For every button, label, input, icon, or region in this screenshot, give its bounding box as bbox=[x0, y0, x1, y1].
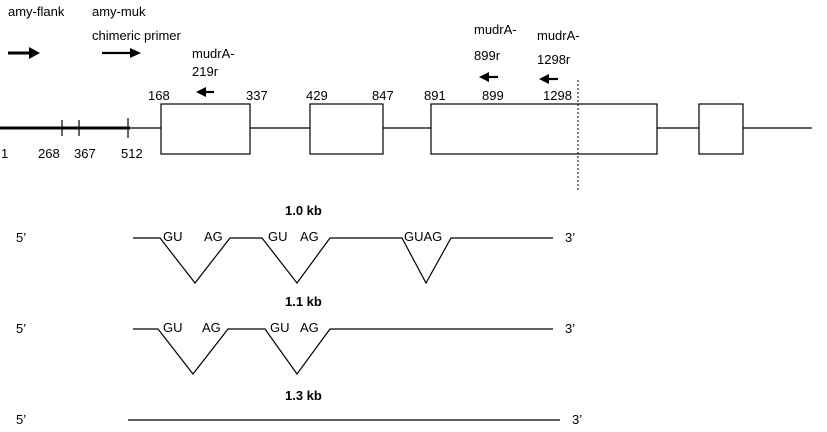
primer-arrow-mudrA-899r bbox=[479, 72, 498, 82]
transcript-3-size: 1.3 kb bbox=[285, 388, 322, 403]
primer-arrow-amy-muk bbox=[102, 48, 141, 58]
pos-512: 512 bbox=[121, 146, 143, 161]
pos-429: 429 bbox=[306, 88, 328, 103]
transcript-1-ag-1: AG bbox=[204, 229, 223, 244]
pos-891: 891 bbox=[424, 88, 446, 103]
transcript-2-gu-1: GU bbox=[163, 320, 183, 335]
transcript-1-line bbox=[133, 237, 553, 285]
transcript-2-ag-2: AG bbox=[300, 320, 319, 335]
exon-box-3 bbox=[430, 103, 658, 155]
exon-box-2 bbox=[309, 103, 384, 155]
exon-box-4 bbox=[698, 103, 744, 155]
primer-mudrA-219r-label-1: mudrA- bbox=[192, 46, 235, 61]
pos-899: 899 bbox=[482, 88, 504, 103]
primer-chimeric-label: chimeric primer bbox=[92, 28, 182, 43]
transcript-1-5prime: 5’ bbox=[16, 230, 26, 245]
primer-arrow-amy-flank bbox=[8, 47, 40, 59]
transcript-2-gu-2: GU bbox=[270, 320, 290, 335]
primer-amy-muk-label: amy-muk bbox=[92, 4, 146, 19]
transcript-2-ag-1: AG bbox=[202, 320, 221, 335]
pos-337: 337 bbox=[246, 88, 268, 103]
pos-268: 268 bbox=[38, 146, 60, 161]
primer-amy-flank-label: amy-flank bbox=[8, 4, 65, 19]
primer-mudrA-899r-label-1: mudrA- bbox=[474, 22, 517, 37]
primer-arrow-mudrA-1298r bbox=[539, 74, 558, 84]
primer-mudrA-899r-label-2: 899r bbox=[474, 48, 501, 63]
pos-168: 168 bbox=[148, 88, 170, 103]
transcript-2-line bbox=[133, 328, 553, 376]
transcript-2-3prime: 3’ bbox=[565, 321, 575, 336]
transcript-1-3prime: 3’ bbox=[565, 230, 575, 245]
transcript-2-5prime: 5’ bbox=[16, 321, 26, 336]
transcript-1-gu-2: GU bbox=[268, 229, 288, 244]
exon-box-1 bbox=[160, 103, 251, 155]
pos-1298: 1298 bbox=[543, 88, 572, 103]
transcript-1-gu-1: GU bbox=[163, 229, 183, 244]
transcript-3-3prime: 3’ bbox=[572, 412, 582, 427]
pos-1: 1 bbox=[1, 146, 8, 161]
transcript-3-5prime: 5’ bbox=[16, 412, 26, 427]
primer-mudrA-219r-label-2: 219r bbox=[192, 64, 219, 79]
transcript-2-size: 1.1 kb bbox=[285, 294, 322, 309]
transcript-1-ag-2: AG bbox=[300, 229, 319, 244]
transcript-1-guag: GUAG bbox=[404, 229, 442, 244]
pos-367: 367 bbox=[74, 146, 96, 161]
primer-arrow-mudrA-219r bbox=[196, 87, 214, 97]
primer-mudrA-1298r-label-1: mudrA- bbox=[537, 28, 580, 43]
pos-847: 847 bbox=[372, 88, 394, 103]
primer-mudrA-1298r-label-2: 1298r bbox=[537, 52, 571, 67]
transcript-1-size: 1.0 kb bbox=[285, 203, 322, 218]
